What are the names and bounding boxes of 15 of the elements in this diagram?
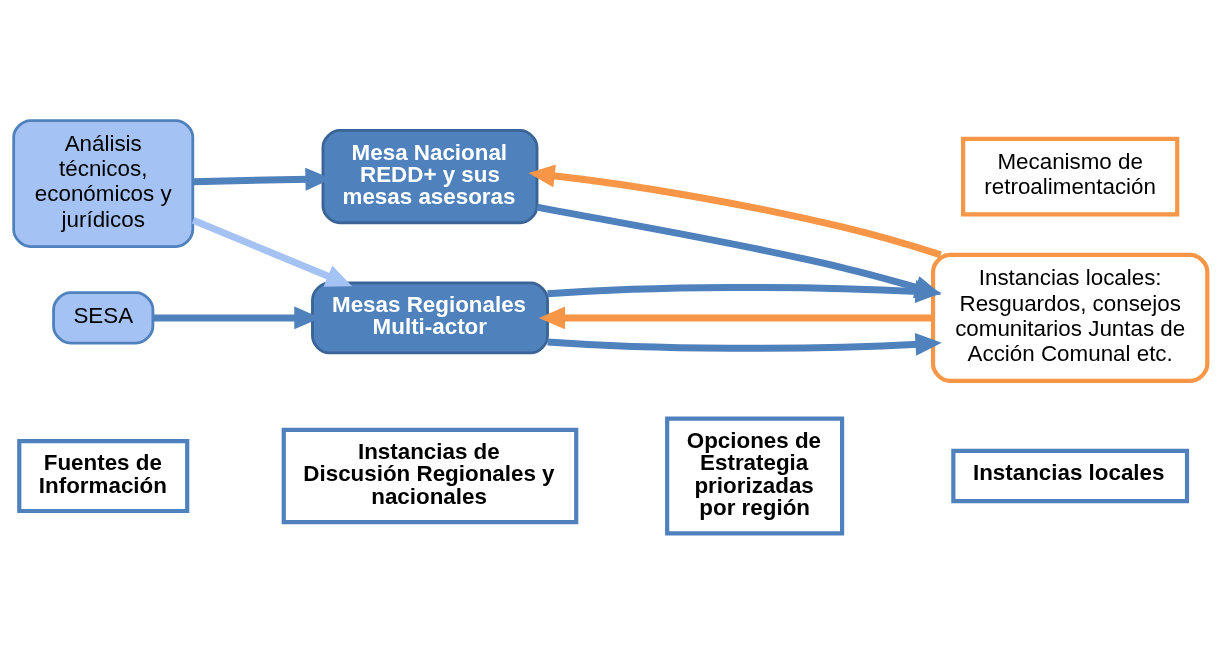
node-box: Mecanismo de retroalimentación xyxy=(961,136,1180,217)
node-box: Fuentes de Información xyxy=(17,438,190,514)
arrow xyxy=(538,306,933,330)
node-box: Mesas Regionales Multi-actor xyxy=(311,281,549,355)
node-box: Instancias de Discusión Regionales y nacionales xyxy=(281,427,579,525)
node-box: Opciones de Estrategia priorizadas por región xyxy=(665,416,845,536)
node-box: Instancias locales: Resguardos, consejos comunitarios Juntas de Acción Comunal etc. xyxy=(930,252,1210,383)
arrow xyxy=(547,279,942,303)
node-box: Instancias locales xyxy=(951,448,1190,504)
node-box: Mesa Nacional REDD+ y sus mesas asesoras xyxy=(321,129,539,225)
node-box: SESA xyxy=(52,291,155,345)
arrow xyxy=(547,332,942,356)
arrow xyxy=(528,164,942,259)
arrow xyxy=(191,217,353,287)
node-box: Análisis técnicos, económicos y jurídicos xyxy=(12,119,195,248)
